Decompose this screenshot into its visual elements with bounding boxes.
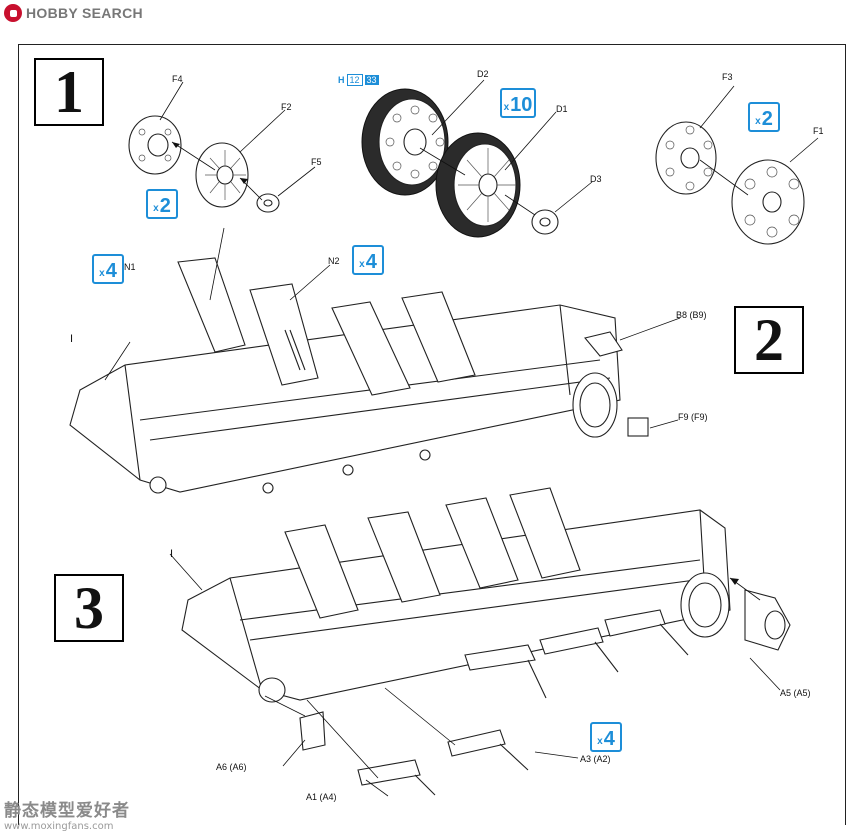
watermark: 静态模型爱好者 www.moxingfans.com [4,796,130,832]
label-f2: F2 [281,102,292,112]
hull-upper-sprocket-mount [572,372,618,438]
instruction-sheet [18,44,846,825]
road-wheel-d1 [435,132,521,238]
hull-lower-assembly [169,487,791,797]
label-hull-i-bottom: I [170,548,174,560]
road-wheel-d2 [361,88,449,196]
label-n2: N2 [328,256,340,266]
step-1-box: 1 [34,58,104,126]
label-d3: D3 [590,174,602,184]
label-hull-i-top: I [70,333,74,345]
label-d1: D1 [556,104,568,114]
label-a3: A3 (A2) [580,754,611,764]
label-a5: A5 (A5) [780,688,811,698]
site-header: HOBBY SEARCH [0,0,864,28]
logo-mark-icon [4,4,22,22]
idler-wheel-f4 [128,115,182,175]
step-3-box: 3 [54,574,124,642]
hull-lower-sprocket-mount [680,572,730,638]
label-a6: A6 (A6) [216,762,247,772]
site-name: HOBBY SEARCH [26,5,143,21]
label-f5: F5 [311,157,322,167]
label-f1: F1 [813,126,824,136]
hull-upper-assembly [69,227,681,494]
label-n1: N1 [124,262,136,272]
sprocket-f3 [655,121,717,195]
final-drive-a5 [744,589,791,651]
watermark-url: www.moxingfans.com [4,821,114,832]
paint-code-1: 12 [346,74,363,86]
label-f3: F3 [722,72,733,82]
label-d2: D2 [477,69,489,79]
label-b8: B8 (B9) [676,310,707,320]
label-f9: F9 (F9) [678,412,708,422]
paint-prefix: H [338,75,345,85]
watermark-cn: 静态模型爱好者 [4,801,130,821]
label-f4: F4 [172,74,183,84]
label-a1: A1 (A4) [306,792,337,802]
sprocket-f1 [731,159,805,245]
hobby-search-logo[interactable]: HOBBY SEARCH [4,4,143,22]
step-2-box: 2 [734,306,804,374]
paint-code-2: 33 [364,75,379,85]
suspension-arms [299,609,689,796]
idler-wheel-f2 [195,142,249,208]
paint-reference: H 12 33 [338,74,379,86]
hub-cap-d3 [531,209,559,235]
idler-cap-f5 [256,193,280,213]
